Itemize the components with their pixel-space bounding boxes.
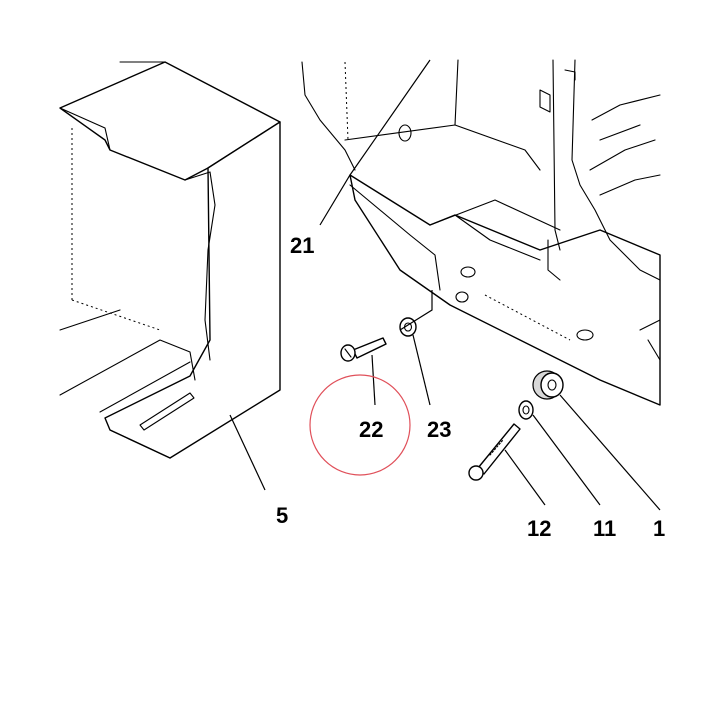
leader-12 <box>504 449 546 506</box>
leader-bracket-hole <box>399 290 433 331</box>
callout-12: 12 <box>527 516 551 541</box>
guard-cover-part-5 <box>59 61 281 459</box>
grommet-part-1 <box>532 370 564 400</box>
leader-21 <box>319 59 431 226</box>
bolt-part-12 <box>468 423 521 481</box>
callout-11: 11 <box>593 516 616 541</box>
leader-5 <box>229 414 266 491</box>
screw-part-22 <box>340 337 387 362</box>
leader-22 <box>371 354 376 406</box>
leader-lines <box>229 59 661 511</box>
callout-21: 21 <box>290 233 314 258</box>
leader-1 <box>559 394 661 511</box>
callout-22: 22 <box>359 417 383 442</box>
callout-5: 5 <box>276 503 288 528</box>
leader-23 <box>412 334 431 406</box>
callout-1: 1 <box>653 516 665 541</box>
frame-bracket-part-21 <box>301 59 661 406</box>
callout-23: 23 <box>427 417 451 442</box>
washer-part-11 <box>518 400 534 420</box>
washer-part-23 <box>399 317 417 337</box>
highlight-circle <box>309 374 411 476</box>
leader-11 <box>532 414 601 506</box>
